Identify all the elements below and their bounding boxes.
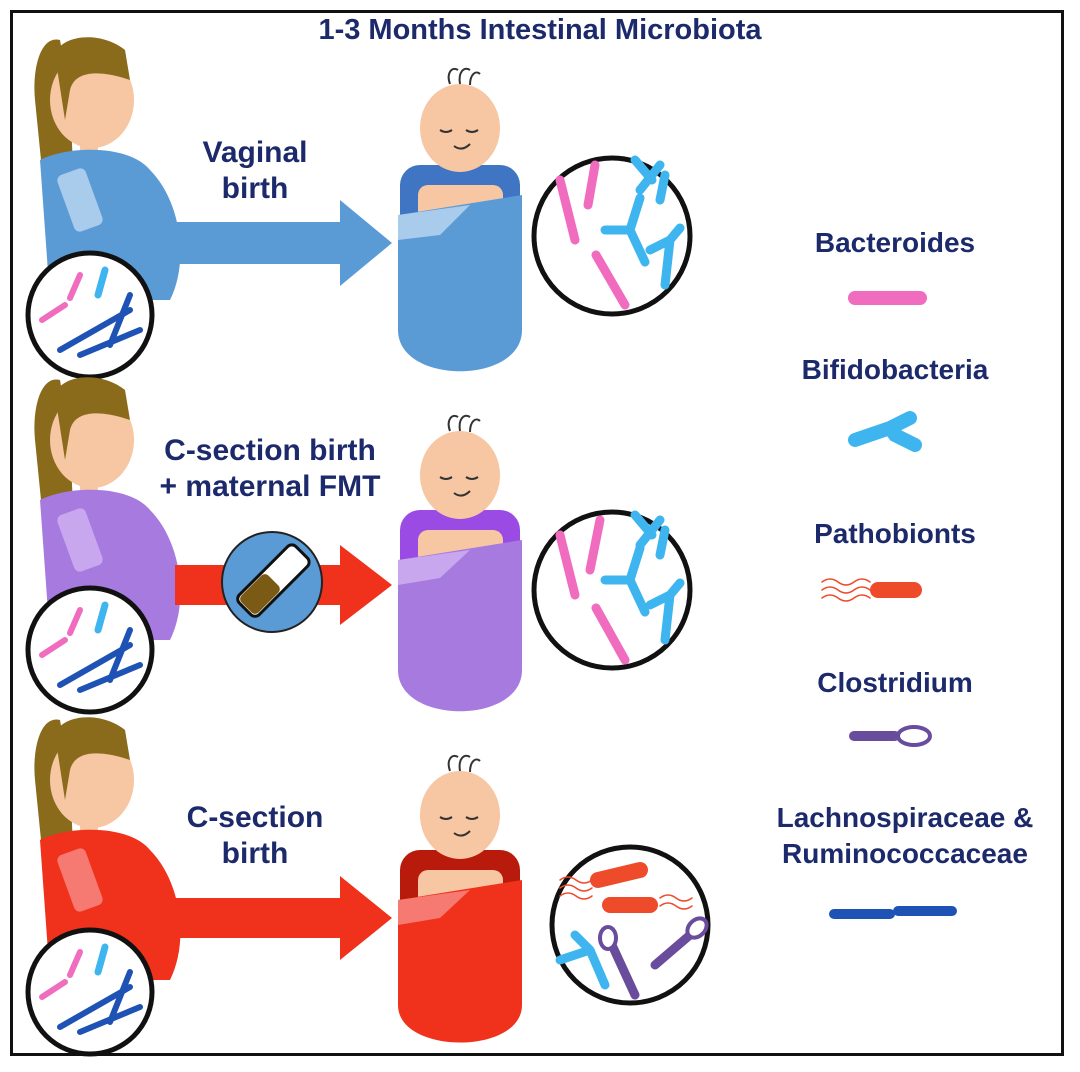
mother-microbiota-circle [25, 250, 155, 380]
legend-bifidobacteria: Bifidobacteria [801, 354, 989, 385]
row-csection [25, 717, 711, 1057]
row-csection-fmt [25, 377, 693, 715]
pathobiont-symbol [821, 578, 922, 602]
legend-clostridium: Clostridium [817, 667, 973, 698]
baby-3 [398, 754, 522, 1043]
legend-pathobionts: Pathobionts [814, 518, 976, 549]
figure-frame [10, 10, 1064, 1056]
lachno-symbol [829, 906, 957, 919]
baby-1 [398, 67, 522, 372]
row1-label: Vaginal birth [202, 136, 308, 205]
figure-title: 1-3 Months Intestinal Microbiota [318, 14, 762, 46]
baby-2 [398, 414, 522, 712]
infant-microbiota-circle-2 [531, 509, 693, 671]
bifidobacteria-symbol [848, 411, 922, 452]
clostridium-symbol [849, 725, 932, 747]
arrow-1 [175, 200, 392, 286]
row2-label: C-section birth + maternal FMT [159, 434, 381, 503]
row3-label: C-section birth [186, 801, 324, 870]
arrow-3 [175, 876, 392, 960]
legend-bacteroides: Bacteroides [814, 227, 976, 258]
fmt-tube-icon [236, 543, 311, 618]
infant-microbiota-circle-1 [531, 155, 693, 317]
legend-symbols [821, 291, 957, 919]
row-vaginal [25, 37, 693, 380]
mother-microbes [39, 266, 143, 358]
legend-lachno: Lachnospiraceae & Ruminococcaceae [776, 802, 1034, 869]
